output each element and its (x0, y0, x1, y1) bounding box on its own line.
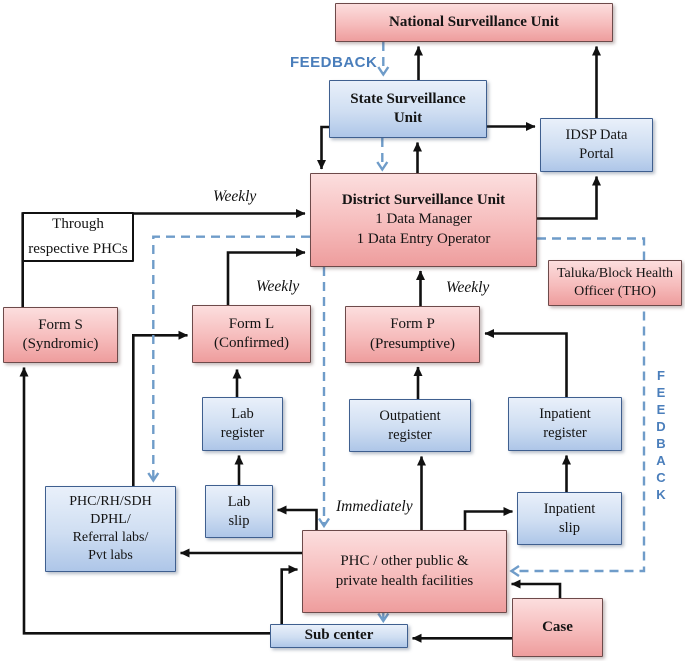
node-label: Inpatient (543, 500, 596, 517)
node-label: District Surveillance Unit (341, 192, 506, 209)
node-phc-other-health-facilities: PHC / other public & private health faci… (302, 530, 507, 613)
node-national-surveillance-unit: National Surveillance Unit (335, 3, 613, 42)
node-label: DPHL/ (90, 512, 131, 528)
arrow-inpatient-register-to-form-p (484, 329, 568, 397)
weekly-label-form-p: Weekly (446, 279, 490, 296)
node-label: Portal (579, 146, 614, 162)
node-form-p-presumptive: Form P (Presumptive) (345, 306, 480, 363)
node-form-s-syndromic: Form S (Syndromic) (3, 307, 118, 363)
weekly-label-form-l: Weekly (256, 278, 300, 295)
node-label: Form S (38, 316, 83, 333)
arrow-form-l-to-dsu (226, 248, 306, 305)
feedback-label-right: FEEDBACK (656, 368, 666, 502)
feedback-label-top: FEEDBACK (290, 54, 378, 71)
node-label: Through (52, 215, 104, 232)
node-label: Inpatient (539, 406, 591, 423)
node-label: respective PHCs (28, 241, 128, 257)
node-through-respective-phcs: Through respective PHCs (22, 212, 134, 262)
node-inpatient-slip: Inpatient slip (517, 492, 622, 545)
node-label: (Presumptive) (370, 335, 455, 352)
node-label: Sub center (304, 627, 374, 644)
node-label: (Syndromic) (22, 336, 99, 352)
node-label: National Surveillance Unit (388, 13, 559, 30)
arrow-phc-labs-to-form-l (132, 330, 188, 486)
node-sub-center: Sub center (270, 624, 408, 648)
arrow-state-to-dsu (317, 125, 329, 170)
node-label: 1 Data Manager (375, 211, 472, 228)
feedback-dsu-right-to-phc (509, 237, 646, 577)
node-label: Lab (231, 406, 254, 423)
node-label: Case (542, 618, 573, 635)
node-label: Officer (THO) (574, 284, 656, 299)
node-label: State Surveillance (350, 90, 466, 107)
weekly-label-form-s: Weekly (213, 188, 257, 205)
node-label: Pvt labs (88, 547, 133, 563)
node-label: Form P (390, 316, 435, 333)
node-inpatient-register: Inpatient register (508, 397, 622, 451)
node-label: 1 Data Entry Operator (356, 230, 491, 247)
node-label: Lab (227, 493, 251, 510)
arrow-sub-center-to-phc (280, 565, 298, 624)
node-label: (Confirmed) (214, 335, 289, 351)
node-phc-rh-sdh-labs: PHC/RH/SDH DPHL/ Referral labs/ Pvt labs (45, 486, 176, 572)
node-outpatient-register: Outpatient register (349, 399, 471, 452)
node-district-surveillance-unit: District Surveillance Unit 1 Data Manage… (310, 173, 537, 267)
feedback-dsu-to-phc-labs (147, 235, 310, 483)
node-lab-slip: Lab slip (205, 485, 273, 538)
node-state-surveillance-unit: State Surveillance Unit (329, 80, 487, 138)
node-lab-register: Lab register (202, 397, 283, 451)
node-label: Outpatient (379, 407, 441, 424)
node-idsp-data-portal: IDSP Data Portal (540, 118, 653, 172)
node-label: register (388, 426, 432, 443)
node-label: Taluka/Block Health (556, 266, 674, 282)
node-label: PHC / other public & (340, 553, 469, 570)
node-label: register (220, 425, 265, 441)
node-label: Form L (228, 315, 275, 332)
arrow-phc-to-lab-slip (277, 505, 318, 530)
node-case: Case (512, 598, 603, 657)
arrow-phc-to-inpatient-slip (463, 507, 513, 530)
node-label: PHC/RH/SDH (69, 494, 152, 510)
node-label: register (543, 425, 587, 441)
node-label: Unit (393, 110, 423, 126)
node-form-l-confirmed: Form L (Confirmed) (192, 305, 311, 363)
node-label: slip (559, 519, 580, 536)
node-taluka-block-health-officer: Taluka/Block Health Officer (THO) (548, 260, 682, 306)
node-label: IDSP Data (565, 127, 628, 144)
arrow-case-to-phc (511, 579, 562, 598)
node-label: slip (228, 512, 250, 529)
arrow-sub-center-to-form-s (19, 367, 270, 635)
node-label: Referral labs/ (72, 530, 149, 545)
node-label: private health facilities (335, 572, 474, 589)
arrow-dsu-to-idsp (537, 176, 601, 220)
immediately-label: Immediately (336, 498, 413, 515)
